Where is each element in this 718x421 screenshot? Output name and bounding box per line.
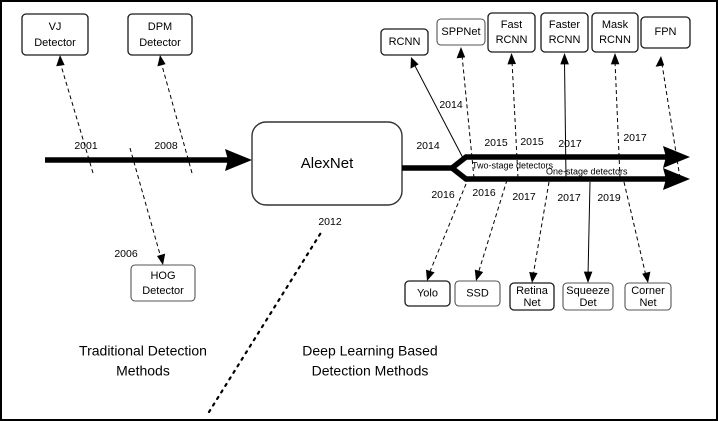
connector-vj bbox=[56, 55, 94, 174]
connector-retinanet bbox=[529, 181, 550, 283]
node-dpm-detector-label-line2: Detector bbox=[139, 37, 181, 49]
year-label-ssd: 2016 bbox=[472, 187, 496, 199]
connector-fpn bbox=[655, 56, 681, 179]
node-alexnet: AlexNet bbox=[251, 121, 403, 206]
two-stage-detectors-label: Two-stage detectors bbox=[472, 160, 554, 170]
year-label-yolo: 2016 bbox=[431, 189, 455, 201]
node-faster-rcnn-label-line2: RCNN bbox=[549, 34, 581, 46]
connector-faster-rcnn bbox=[560, 53, 569, 179]
year-label-fast-rcnn: 2015 bbox=[484, 137, 508, 149]
connector-ssd bbox=[474, 179, 508, 281]
node-vj-detector-label-line1: VJ bbox=[49, 21, 62, 33]
node-ssd-label-line1: SSD bbox=[466, 287, 489, 299]
year-label-retinanet: 2017 bbox=[512, 191, 536, 203]
node-faster-rcnn: Faster RCNN bbox=[540, 12, 589, 53]
node-fast-rcnn-label-line2: RCNN bbox=[496, 34, 528, 46]
node-retinanet-label-line2: Net bbox=[523, 297, 540, 309]
connector-yolo bbox=[426, 183, 467, 281]
node-cornernet-label-line2: Net bbox=[639, 297, 656, 309]
node-vj-detector-label-line2: Detector bbox=[34, 37, 76, 49]
year-label-mask-rcnn: 2017 bbox=[558, 138, 582, 150]
connector-sppnet bbox=[456, 47, 475, 179]
node-fast-rcnn-label-line1: Fast bbox=[501, 19, 522, 31]
year-label-hog: 2006 bbox=[114, 248, 138, 260]
node-vj-detector: VJ Detector bbox=[21, 13, 89, 56]
year-label-sppnet: 2014 bbox=[439, 99, 463, 111]
node-yolo-label-line1: Yolo bbox=[417, 287, 438, 299]
node-sppnet-label-line1: SPPNet bbox=[441, 26, 480, 38]
traditional-section-label-line1: Traditional Detection bbox=[79, 343, 207, 359]
traditional-section-label-line2: Methods bbox=[116, 363, 170, 379]
one-stage-arrow bbox=[450, 165, 690, 190]
node-hog-detector-label-line2: Detector bbox=[142, 285, 184, 297]
node-retinanet: Retina Net bbox=[509, 282, 555, 311]
deep-learning-section-label-line2: Detection Methods bbox=[312, 363, 429, 379]
traditional-timeline-arrow bbox=[45, 149, 252, 171]
connector-hog bbox=[129, 147, 166, 265]
node-mask-rcnn-label-line2: RCNN bbox=[599, 34, 631, 46]
node-hog-detector: HOG Detector bbox=[130, 264, 196, 302]
node-ssd: SSD bbox=[454, 280, 501, 307]
connector-squeezedet bbox=[583, 181, 593, 283]
year-label-alexnet: 2012 bbox=[318, 216, 342, 228]
node-dpm-detector: DPM Detector bbox=[127, 13, 193, 56]
era-divider-dotted-line bbox=[207, 229, 324, 414]
year-label-rcnn: 2014 bbox=[416, 140, 440, 152]
node-fpn: FPN bbox=[640, 16, 691, 49]
node-cornernet-label-line1: Corner bbox=[631, 285, 665, 297]
year-label-vj: 2001 bbox=[74, 140, 98, 152]
connector-fast-rcnn bbox=[507, 53, 519, 179]
node-fast-rcnn: Fast RCNN bbox=[487, 12, 536, 53]
node-faster-rcnn-label-line1: Faster bbox=[549, 19, 581, 31]
connector-rcnn bbox=[410, 57, 464, 159]
node-dpm-detector-label-line1: DPM bbox=[148, 21, 172, 33]
node-mask-rcnn: Mask RCNN bbox=[591, 12, 639, 53]
node-sppnet: SPPNet bbox=[436, 18, 486, 46]
deep-learning-section-label-line1: Deep Learning Based bbox=[302, 343, 437, 359]
node-rcnn-label-line1: RCNN bbox=[389, 36, 421, 48]
node-alexnet-label: AlexNet bbox=[301, 155, 354, 172]
year-label-faster-rcnn: 2015 bbox=[520, 136, 544, 148]
connector-cornernet bbox=[623, 181, 651, 283]
year-label-fpn: 2017 bbox=[623, 132, 647, 144]
node-rcnn: RCNN bbox=[380, 28, 429, 56]
node-fpn-label-line1: FPN bbox=[655, 26, 677, 38]
connector-mask-rcnn bbox=[610, 53, 621, 179]
node-mask-rcnn-label-line1: Mask bbox=[602, 19, 629, 31]
node-squeezedet-label-line1: Squeeze bbox=[566, 285, 609, 297]
node-cornernet: Corner Net bbox=[624, 282, 672, 311]
node-squeezedet-label-line2: Det bbox=[579, 297, 596, 309]
year-label-cornernet: 2019 bbox=[597, 192, 621, 204]
node-yolo: Yolo bbox=[404, 280, 451, 307]
year-label-squeezedet: 2017 bbox=[557, 192, 581, 204]
node-squeezedet: Squeeze Det bbox=[562, 282, 614, 311]
node-hog-detector-label-line1: HOG bbox=[150, 270, 175, 282]
one-stage-detectors-label: One-stage detectors bbox=[546, 166, 628, 176]
year-label-dpm: 2008 bbox=[154, 140, 178, 152]
node-retinanet-label-line1: Retina bbox=[516, 285, 549, 297]
connector-dpm bbox=[157, 55, 193, 174]
